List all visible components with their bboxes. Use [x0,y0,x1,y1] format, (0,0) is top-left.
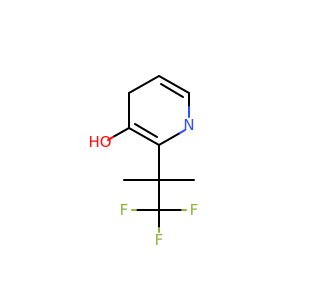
bonds [112,75,195,229]
nitrogen-label: N [183,116,194,134]
bond-c2-c1-inner [134,123,158,138]
bond-n-c2 [158,132,181,146]
fluorine-left-label: F [120,201,129,219]
fluorine-right-label: F [190,201,199,219]
molecule-structure: HO N F F F [88,75,198,249]
bond-c3-c4 [128,75,160,94]
bond-c2-c1 [128,127,160,146]
bond-n-c2-colored [179,129,186,134]
bond-c4-c5 [158,75,190,94]
bond-o-colored [107,136,114,141]
hydroxyl-label: HO [88,133,111,151]
bond-c1-o [112,127,130,138]
bond-colored-segments [107,106,190,233]
fluorine-bottom-label: F [155,231,164,249]
bond-c4-c5-inner [160,83,184,98]
atom-labels: HO N F F F [88,116,198,249]
